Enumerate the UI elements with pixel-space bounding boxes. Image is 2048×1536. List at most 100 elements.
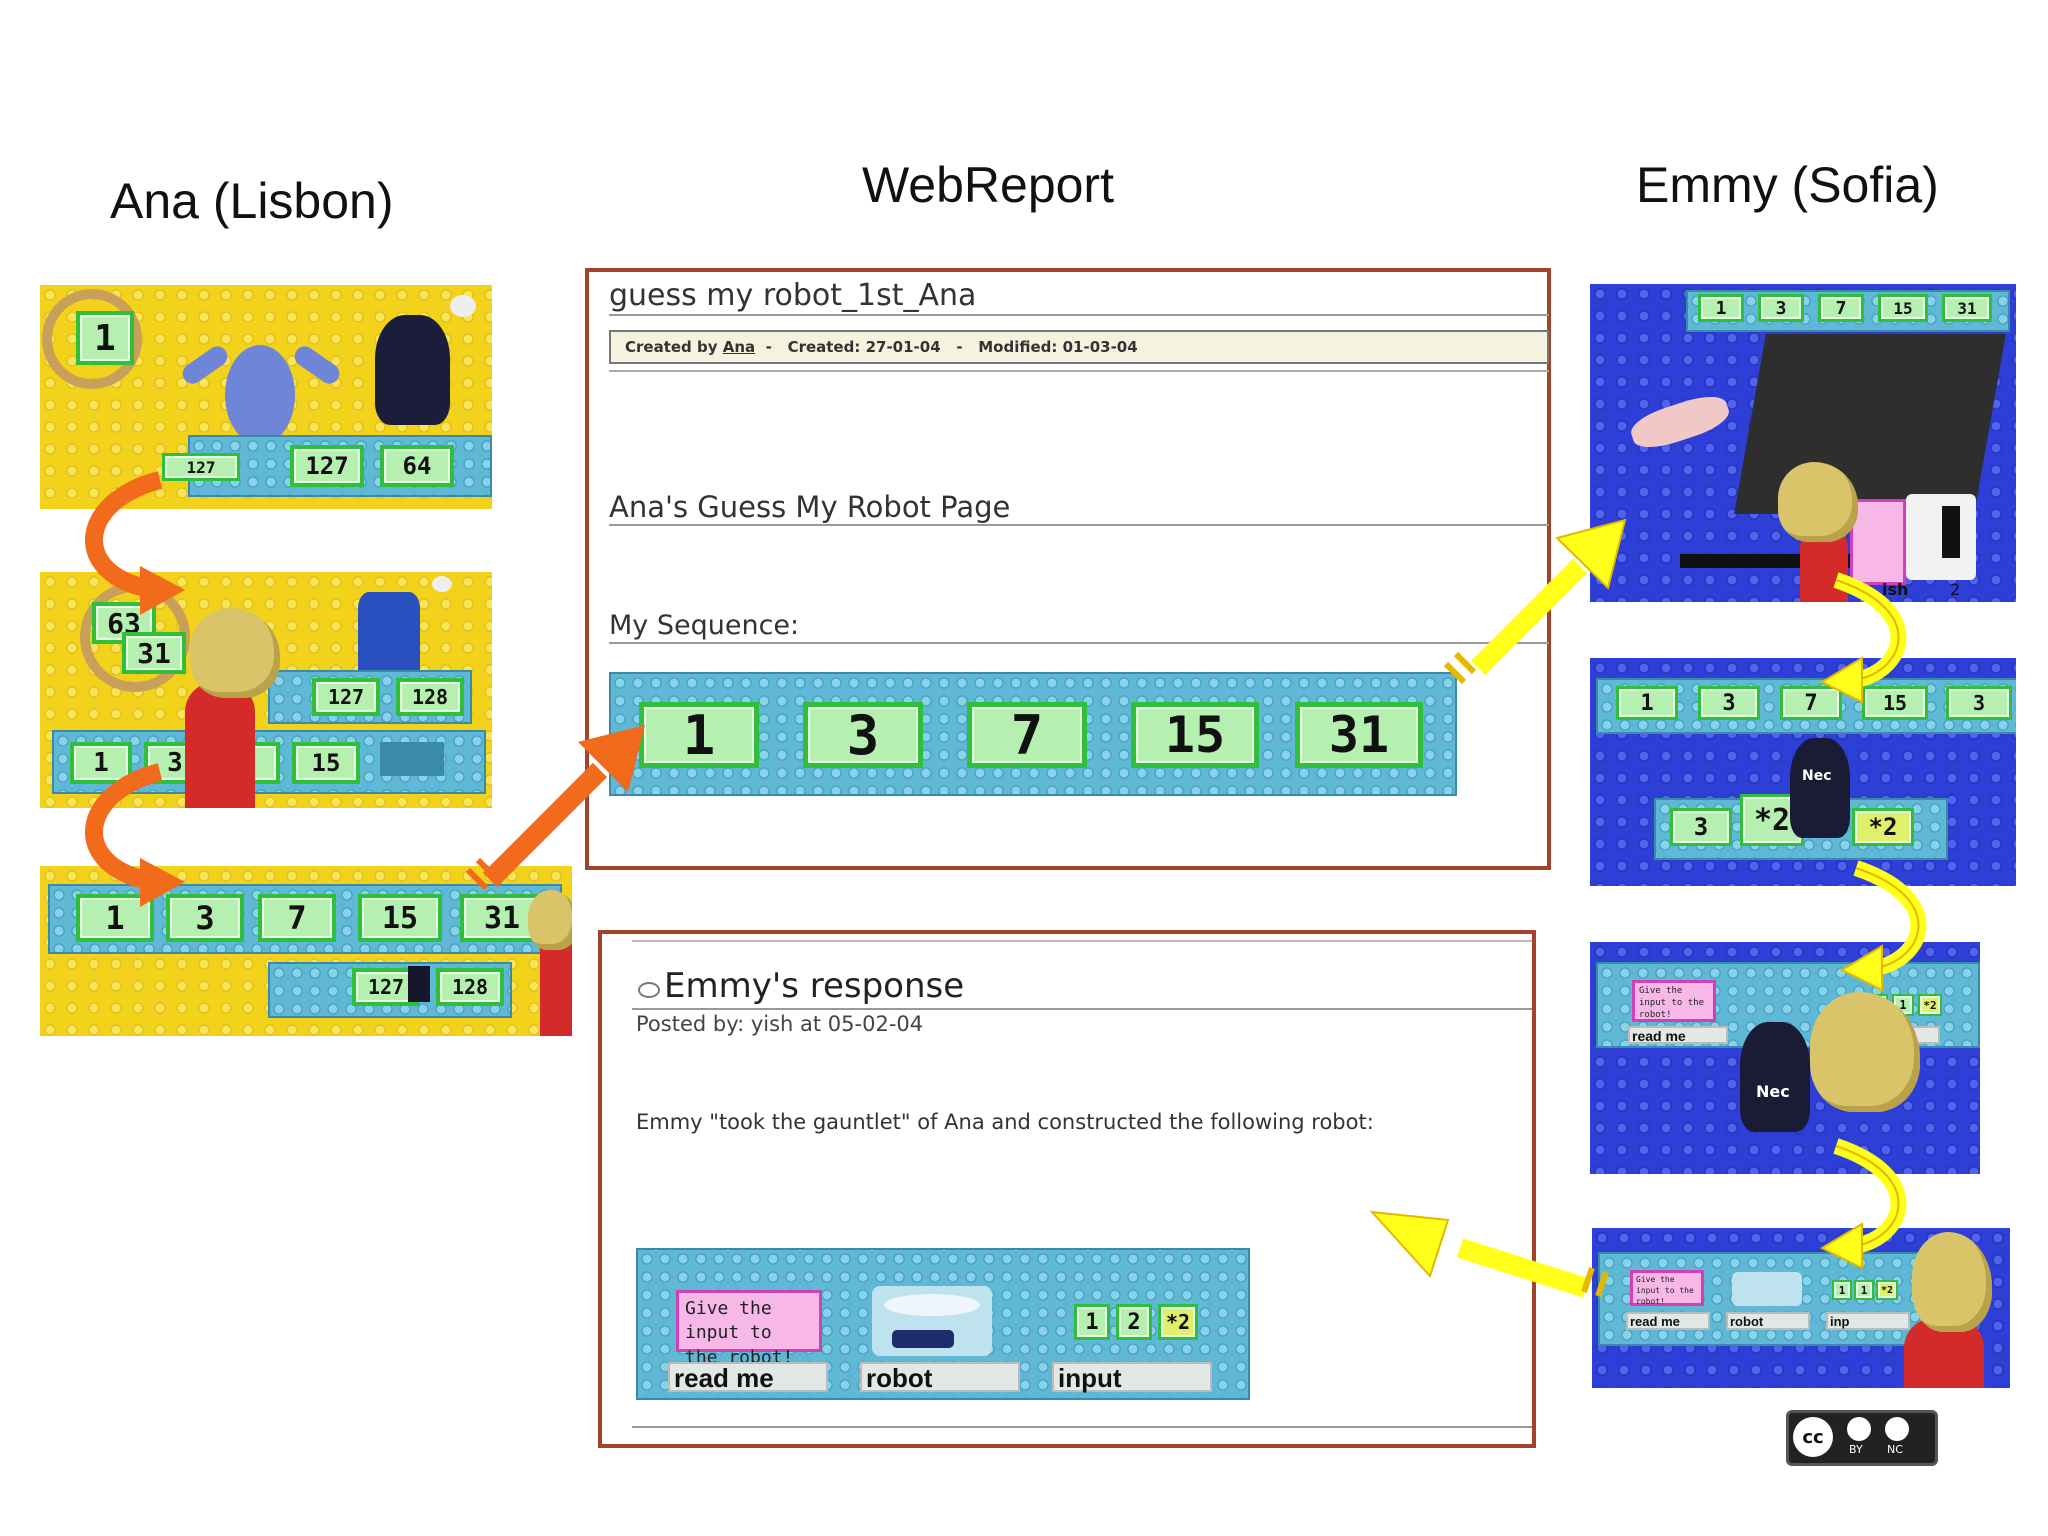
tile-times-2b: *2 — [1852, 808, 1914, 846]
tile-64: 64 — [380, 445, 454, 487]
meta-sep: - — [760, 338, 783, 356]
hand-icon — [1810, 992, 1920, 1112]
robot-vehicle — [892, 1330, 954, 1348]
tile-seq-1: 1 — [1616, 686, 1678, 720]
tile-seq-15: 15 — [1862, 686, 1928, 720]
tile-seq-15: 15 — [358, 894, 442, 942]
airship-shape — [884, 1294, 980, 1316]
meta-created: Created: 27-01-04 — [787, 338, 941, 356]
tile-1: 1 — [1832, 1280, 1852, 1300]
slot-read-me: read me — [1628, 1026, 1728, 1044]
robot-image-frame — [1732, 1272, 1802, 1306]
thought-bubble — [432, 576, 452, 592]
tile-127: 127 — [312, 678, 380, 716]
emmy-scene-1: 1 3 7 15 31 ish 2 — [1590, 284, 2016, 602]
hand-icon — [1912, 1232, 1992, 1332]
seq-tile-7: 7 — [967, 702, 1087, 768]
divider — [609, 524, 1549, 526]
hand-icon — [190, 608, 280, 698]
bird-wing-left — [178, 342, 232, 388]
divider — [609, 370, 1549, 372]
emmy-column-title: Emmy (Sofia) — [1636, 157, 1939, 213]
tile-seq-15: 15 — [1878, 294, 1928, 322]
cc-license-badge: cc BY NC — [1786, 1410, 1938, 1466]
response-posted: Posted by: yish at 05-02-04 — [636, 1012, 924, 1036]
robot-small — [408, 966, 430, 1002]
airship-shape — [1626, 389, 1734, 455]
tile-seq-1: 1 — [70, 742, 132, 784]
nec-robot: Nec — [1790, 738, 1850, 838]
hand-icon — [528, 890, 572, 950]
empty-slot — [380, 742, 444, 776]
tile-128: 128 — [436, 968, 504, 1006]
ana-curved-arrow-1 — [85, 471, 185, 615]
tag-number: 2 — [1950, 580, 1961, 599]
input-tile-times-2: *2 — [1158, 1304, 1198, 1340]
seq-tile-15: 15 — [1131, 702, 1259, 768]
emmy-curved-arrow-1 — [1819, 572, 1907, 704]
tile-seq-3: 3 — [166, 894, 244, 942]
ana-scene-3: 1 3 7 15 31 127 128 — [40, 866, 572, 1036]
tag-label: ish — [1882, 580, 1909, 599]
meta-created-by-label: Created by — [625, 338, 718, 356]
divider — [609, 314, 1549, 316]
emmy-scene-3: Give the input to the robot! read me ut … — [1590, 942, 1980, 1174]
comment-bubble-icon — [638, 982, 660, 998]
tile-seq-7: 7 — [1818, 294, 1864, 322]
nc-label: NC — [1887, 1443, 1903, 1456]
tile-seq-7: 7 — [1780, 686, 1842, 720]
dark-box — [1734, 334, 2006, 514]
slot-robot: robot — [860, 1362, 1020, 1392]
robot-label: Nec — [1802, 768, 1832, 784]
slot-input: input — [1052, 1362, 1212, 1392]
hand-icon — [1778, 462, 1858, 542]
response-panel: Emmy's response Posted by: yish at 05-02… — [598, 930, 1536, 1448]
bird-character — [225, 345, 295, 445]
ana-scene-1: 1 127 127 64 — [40, 285, 492, 509]
white-card — [1906, 494, 1976, 580]
ana-scene-2: 63 31 127 128 1 3 7 15 — [40, 572, 492, 808]
card-slot — [1942, 506, 1960, 558]
input-tile-1: 1 — [1074, 1304, 1110, 1340]
response-title: Emmy's response — [664, 966, 965, 1006]
slot-read-me: read me — [668, 1362, 828, 1392]
tile-box-1: 1 — [76, 311, 134, 365]
tile-127: 127 — [290, 445, 364, 487]
response-body: Emmy "took the gauntlet" of Ana and cons… — [636, 1110, 1374, 1134]
divider — [632, 1008, 1532, 1010]
seq-tile-31: 31 — [1295, 702, 1423, 768]
divider — [632, 1426, 1532, 1428]
emmy-curved-arrow-2 — [1839, 860, 1927, 992]
tile-seq-3: 3 — [1698, 686, 1760, 720]
meta-sep: - — [945, 338, 973, 356]
nec-robot: Nec — [1740, 1022, 1810, 1132]
tile-seq-3b: 3 — [1946, 686, 2012, 720]
emmy-scene-2: 1 3 7 15 3 3 *2 *2 Nec — [1590, 658, 2016, 886]
pink-note — [1850, 499, 1906, 585]
sequence-label: My Sequence: — [609, 610, 800, 641]
webreport-heading: Ana's Guess My Robot Page — [609, 490, 1011, 524]
tile-128: 128 — [396, 678, 464, 716]
hand-arm — [185, 682, 255, 808]
tile-1b: 1 — [1854, 1280, 1874, 1300]
tile-seq-15: 15 — [292, 742, 360, 784]
tile-small-127: 127 — [162, 453, 240, 481]
tile-3: 3 — [1670, 808, 1732, 846]
emmy-curved-arrow-3 — [1819, 1138, 1907, 1270]
webreport-panel: guess my robot_1st_Ana Created by Ana - … — [585, 268, 1551, 870]
input-tile-2: 2 — [1116, 1304, 1152, 1340]
nest — [42, 289, 142, 389]
webreport-page-title: guess my robot_1st_Ana — [609, 278, 977, 313]
bird-wing-right — [290, 342, 344, 388]
tile-times-2: *2 — [1876, 1280, 1898, 1300]
divider — [632, 940, 1532, 942]
tile-seq-1: 1 — [76, 894, 154, 942]
robot-note: Give the input to the robot! — [1632, 980, 1716, 1022]
webreport-meta-bar: Created by Ana - Created: 27-01-04 - Mod… — [609, 330, 1549, 364]
ana-robot-blue — [358, 592, 420, 682]
tile-seq-1: 1 — [1698, 294, 1744, 322]
meta-author-link[interactable]: Ana — [722, 338, 756, 356]
seq-tile-1: 1 — [639, 702, 759, 768]
by-label: BY — [1849, 1443, 1863, 1456]
emmy-scene-4: Give the input to the robot! read me rob… — [1592, 1228, 2010, 1388]
